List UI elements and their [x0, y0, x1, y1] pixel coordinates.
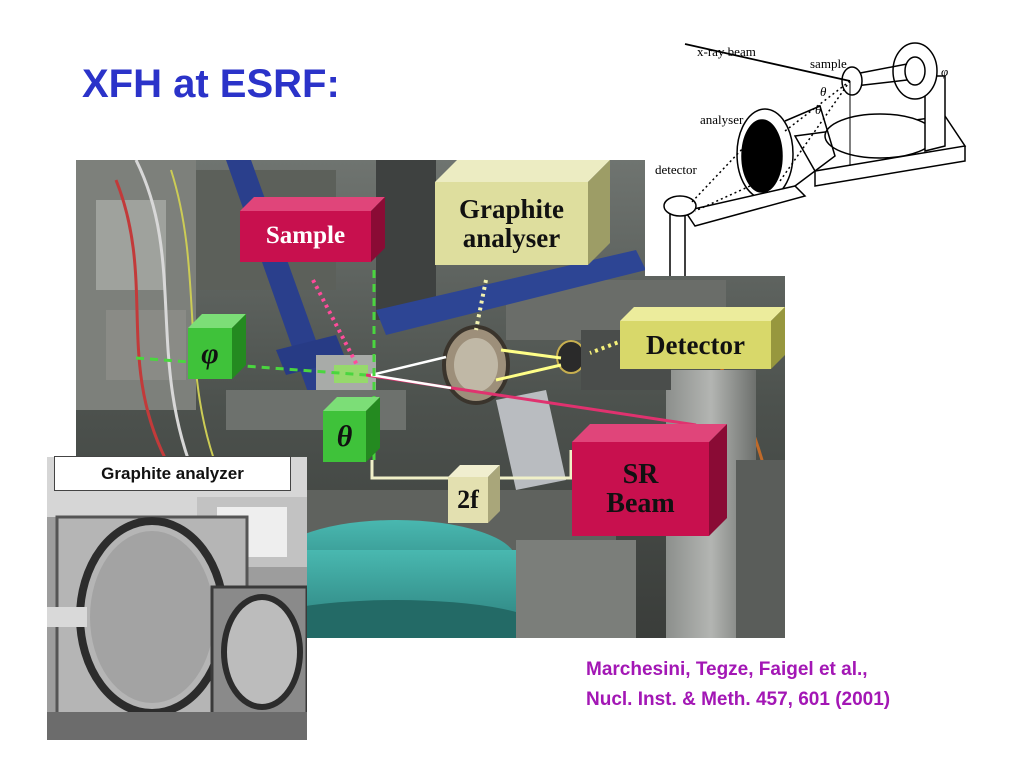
graphite-label-line2: analyser: [462, 222, 561, 253]
schematic-xray-label: x-ray beam: [697, 44, 756, 59]
graphite-analyser-box: Graphite analyser: [435, 160, 610, 265]
schematic-theta2: θ: [815, 102, 822, 117]
sr-label-line1: SR: [622, 458, 659, 490]
sample-label: Sample: [265, 222, 346, 250]
schematic-analyser-label: analyser: [700, 112, 744, 127]
detector-label-box: Detector: [620, 307, 785, 369]
schematic-sample-label: sample: [810, 56, 847, 71]
schematic-detector-label: detector: [655, 162, 698, 177]
schematic-phi: φ: [941, 64, 948, 79]
sample-label-box: Sample: [240, 197, 385, 262]
page-title: XFH at ESRF:: [82, 62, 340, 106]
theta-label: θ: [336, 419, 353, 453]
inset-caption: Graphite analyzer: [54, 456, 291, 491]
two-f-label: 2f: [457, 485, 479, 515]
graphite-label-line1: Graphite: [459, 194, 564, 225]
theta-label-box: θ: [323, 397, 380, 462]
schematic-theta1: θ: [820, 84, 827, 99]
phi-label-box: φ: [188, 314, 246, 379]
sr-beam-label-box: SR Beam: [572, 424, 727, 536]
phi-label: φ: [201, 336, 219, 370]
setup-schematic: x-ray beam sample analyser detector θ θ …: [645, 36, 975, 276]
citation-line1: Marchesini, Tegze, Faigel et al.,: [586, 659, 868, 680]
detector-label: Detector: [646, 329, 745, 360]
sr-label-line2: Beam: [606, 488, 675, 519]
citation: Marchesini, Tegze, Faigel et al., Nucl. …: [586, 655, 1016, 715]
inset-photo: [47, 457, 307, 740]
citation-line2: Nucl. Inst. & Meth. 457, 601 (2001): [586, 689, 891, 710]
two-f-label-box: 2f: [448, 465, 500, 523]
